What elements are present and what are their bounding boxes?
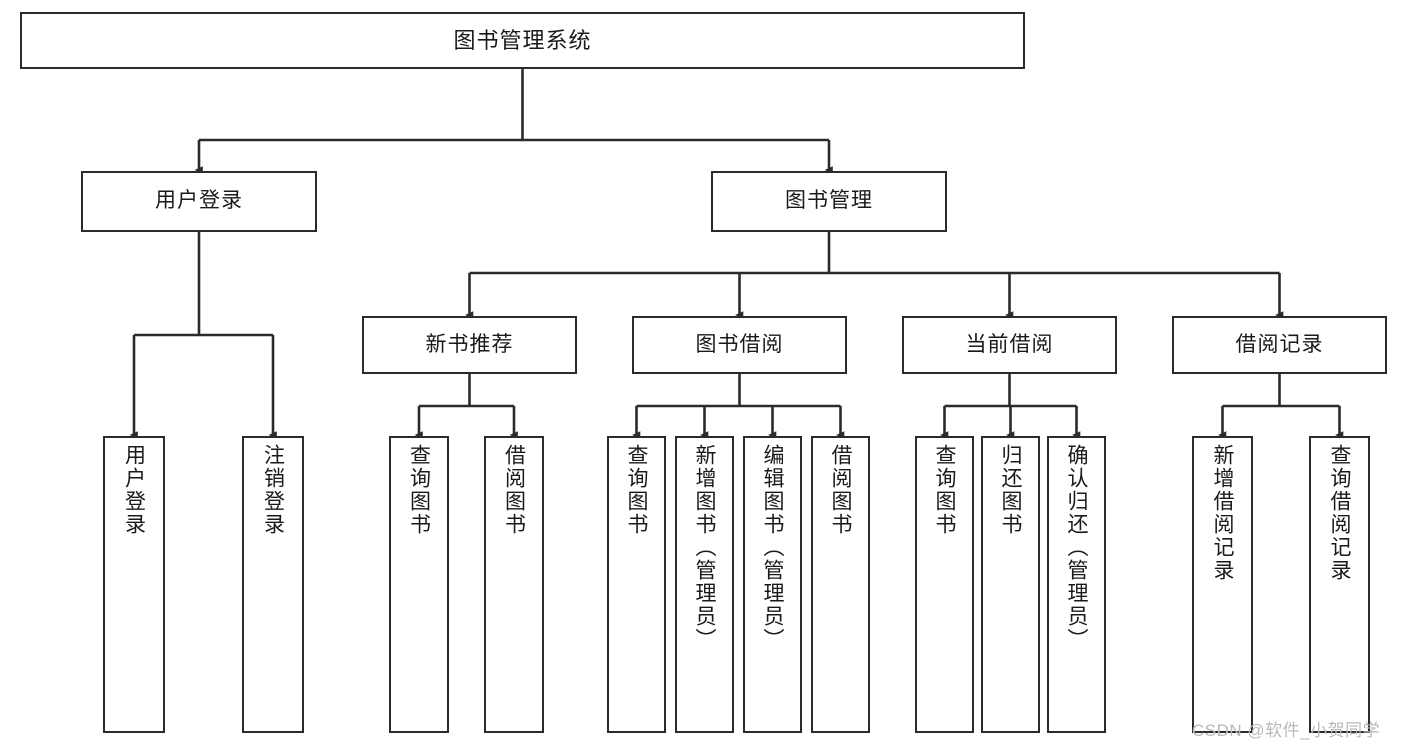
node-label: 新增图书（管理员） (693, 444, 716, 651)
node-label: 当前借阅 (965, 332, 1054, 356)
node-label: 图书借阅 (695, 332, 784, 356)
node-book-borrow[interactable]: 图书借阅 (632, 316, 847, 374)
node-label: 查询借阅记录 (1328, 444, 1351, 582)
node-leaf-borrow-book-rec[interactable]: 借阅图书 (484, 436, 544, 733)
node-leaf-borrow-book[interactable]: 借阅图书 (811, 436, 870, 733)
node-leaf-return-book[interactable]: 归还图书 (981, 436, 1040, 733)
node-leaf-add-record[interactable]: 新增借阅记录 (1192, 436, 1253, 733)
node-leaf-query-book-cur[interactable]: 查询图书 (915, 436, 974, 733)
node-label: 新书推荐 (425, 332, 514, 356)
node-leaf-edit-book[interactable]: 编辑图书（管理员） (743, 436, 802, 733)
node-label: 图书管理系统 (453, 27, 592, 53)
node-label: 新增借阅记录 (1211, 444, 1234, 582)
node-borrow-record[interactable]: 借阅记录 (1172, 316, 1387, 374)
node-label: 查询图书 (933, 444, 956, 536)
node-root[interactable]: 图书管理系统 (20, 12, 1025, 69)
node-leaf-confirm-return[interactable]: 确认归还（管理员） (1047, 436, 1106, 733)
node-leaf-user-login[interactable]: 用户登录 (103, 436, 165, 733)
node-book-manage[interactable]: 图书管理 (711, 171, 947, 232)
node-label: 确认归还（管理员） (1065, 444, 1088, 651)
node-leaf-query-book-rec[interactable]: 查询图书 (389, 436, 449, 733)
node-leaf-logout[interactable]: 注销登录 (242, 436, 304, 733)
node-label: 注销登录 (261, 444, 285, 536)
node-label: 查询图书 (625, 444, 648, 536)
node-label: 用户登录 (155, 189, 243, 213)
node-new-book-rec[interactable]: 新书推荐 (362, 316, 577, 374)
node-leaf-query-record[interactable]: 查询借阅记录 (1309, 436, 1370, 733)
node-label: 归还图书 (999, 444, 1022, 536)
node-label: 借阅图书 (502, 444, 526, 536)
csdn-watermark: CSDN @软件_小贺同学 (1192, 721, 1381, 740)
node-user-login[interactable]: 用户登录 (81, 171, 317, 232)
node-label: 借阅记录 (1235, 332, 1324, 356)
node-label: 借阅图书 (829, 444, 852, 536)
node-label: 图书管理 (785, 189, 873, 213)
node-label: 查询图书 (407, 444, 431, 536)
node-leaf-query-book-borrow[interactable]: 查询图书 (607, 436, 666, 733)
node-label: 编辑图书（管理员） (761, 444, 784, 651)
node-current-borrow[interactable]: 当前借阅 (902, 316, 1117, 374)
node-leaf-add-book[interactable]: 新增图书（管理员） (675, 436, 734, 733)
node-label: 用户登录 (122, 444, 146, 536)
